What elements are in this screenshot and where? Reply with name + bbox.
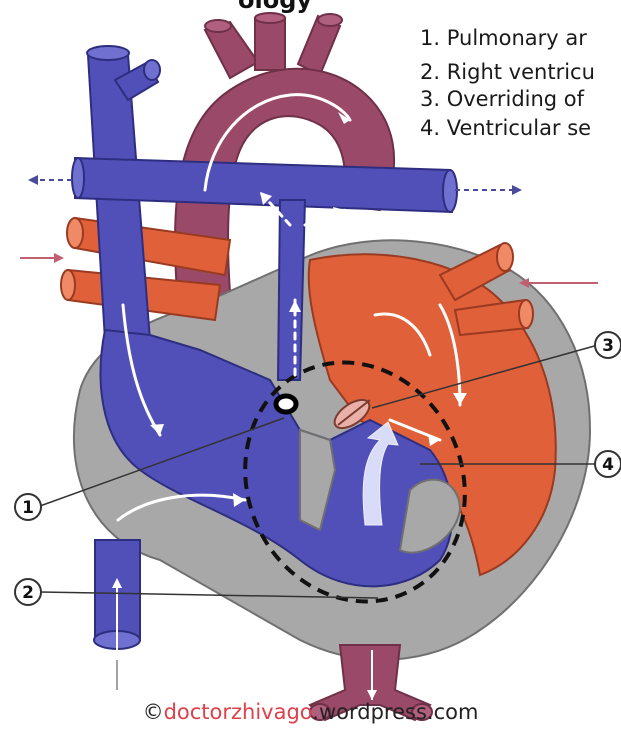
callout-2-label: 2 (22, 583, 34, 603)
legend: 1. Pulmonary ar 2. Right ventricu 3. Ove… (420, 26, 595, 140)
pulmonary-trunk (278, 200, 305, 380)
pa-left-opening (72, 158, 84, 198)
pa-right-opening (443, 170, 457, 212)
pulmonic-stenosis-marker (276, 396, 296, 412)
callout-4-label: 4 (602, 455, 614, 475)
legend-item-2: 2. Right ventricu (420, 60, 595, 84)
diagram-title-fragment: ology (238, 0, 312, 14)
aortic-branch-middle-opening (255, 13, 285, 23)
legend-item-1: 1. Pulmonary ar (420, 26, 587, 50)
aortic-branch-left-opening (205, 20, 231, 32)
svc-branch-opening (144, 60, 160, 80)
aortic-branch-right-opening (318, 14, 342, 26)
pulmonary-vein-opening-left-lower (61, 270, 75, 300)
credit-watermark: ©doctorzhivago.wordpress.com (0, 700, 621, 724)
legend-item-4: 4. Ventricular se (420, 116, 591, 140)
callout-3: 3 (595, 332, 621, 358)
aortic-branch-middle (255, 18, 285, 70)
copyright-symbol: © (143, 700, 164, 724)
callout-4: 4 (595, 451, 621, 477)
pulmonary-vein-opening-left-upper (67, 218, 83, 248)
credit-domain: .wordpress.com (312, 700, 478, 724)
callout-3-label: 3 (602, 336, 614, 356)
callout-1-label: 1 (22, 498, 34, 518)
svc-opening (87, 46, 129, 60)
pulmonary-vein-opening-upper (497, 243, 513, 271)
pulmonary-vein-opening-lower (519, 300, 533, 328)
callout-1: 1 (15, 494, 41, 520)
callout-2: 2 (15, 579, 41, 605)
credit-highlight: doctorzhivago (164, 700, 313, 724)
legend-item-3: 3. Overriding of (420, 87, 585, 111)
